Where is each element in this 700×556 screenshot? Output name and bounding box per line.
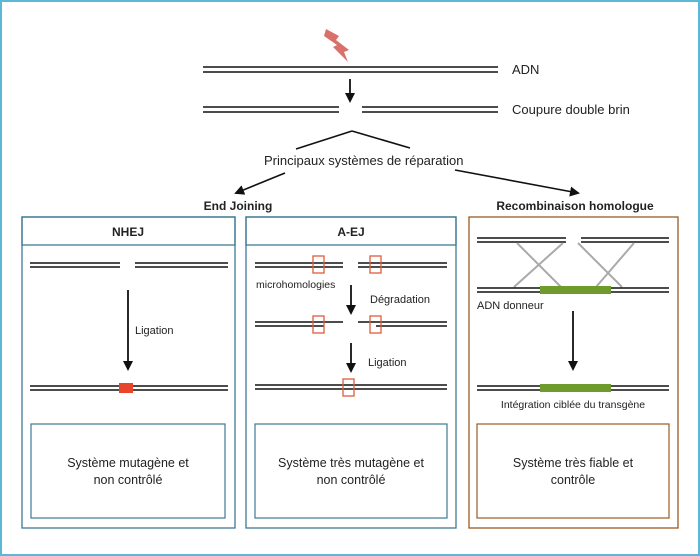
nhej-summary-line1: Système mutagène et <box>67 456 189 470</box>
panel-nhej: NHEJ Ligation Système mutagène et non co… <box>21 216 236 529</box>
nhej-summary-line2: non contrôlé <box>94 473 163 487</box>
donor-label: ADN donneur <box>477 300 544 312</box>
aej-step2-label: Ligation <box>368 357 407 369</box>
crossover-line <box>516 242 563 289</box>
aej-summary-line1: Système très mutagène et <box>278 456 424 470</box>
result-label: Intégration ciblée du transgène <box>501 399 645 411</box>
nhej-step-label: Ligation <box>135 325 174 337</box>
branch-line <box>351 130 411 149</box>
aej-summary-line2: non contrôlé <box>317 473 386 487</box>
cut-label: Coupure double brin <box>512 102 630 117</box>
systems-label: Principaux systèmes de réparation <box>264 153 463 168</box>
microhomology-box <box>369 315 382 334</box>
crossover-line <box>513 242 564 288</box>
microhomology-box <box>312 315 325 334</box>
aej-step1-label: Dégradation <box>370 294 430 306</box>
arrow-to-end-joining <box>234 172 286 195</box>
nhej-title: NHEJ <box>112 225 144 239</box>
crossover-line <box>595 242 635 288</box>
panel-hr: ADN donneur Intégration ciblée du transg… <box>468 216 679 529</box>
end-joining-title: End Joining <box>204 199 273 213</box>
panel-aej: A-EJ microhomologies Dégradation Ligatio… <box>245 216 457 529</box>
dna-intact <box>203 66 498 73</box>
aej-title: A-EJ <box>337 225 364 239</box>
branch-line <box>295 130 353 150</box>
microhomology-box <box>342 378 355 397</box>
microhomologies-label: microhomologies <box>256 279 335 291</box>
nhej-mutation-mark <box>119 383 133 393</box>
microhomology-box <box>369 255 382 274</box>
hr-summary-line1: Système très fiable et <box>513 456 634 470</box>
integrated-transgene-bar <box>540 384 611 392</box>
donor-transgene-bar <box>540 286 611 294</box>
adn-label: ADN <box>512 62 539 77</box>
microhomology-box <box>312 255 325 274</box>
arrow-to-homologous <box>454 169 580 197</box>
hr-summary-line2: contrôle <box>551 473 596 487</box>
homologous-title: Recombinaison homologue <box>496 199 654 213</box>
crossover-line <box>577 242 623 288</box>
dna-cut <box>203 106 498 113</box>
lightning-icon <box>324 29 349 62</box>
